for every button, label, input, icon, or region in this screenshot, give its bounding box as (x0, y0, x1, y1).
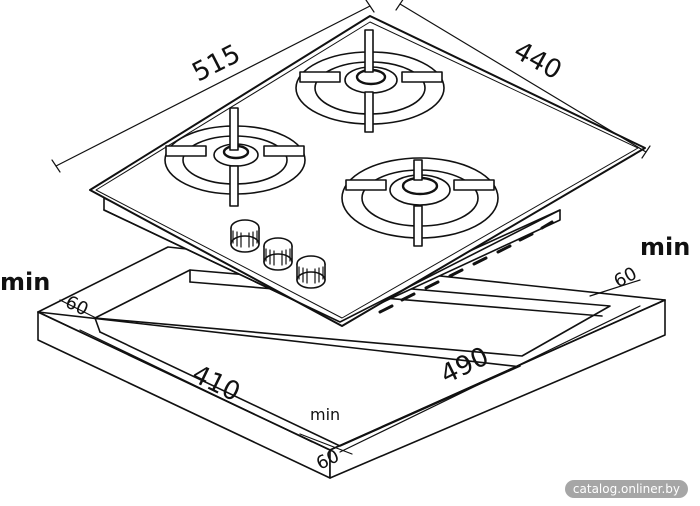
dimension-lines (51, 0, 651, 455)
min-label-right: min (640, 233, 690, 261)
burner-left (164, 107, 306, 207)
min-label-front: min (310, 405, 340, 424)
control-knobs (230, 219, 326, 289)
vent-slots (378, 220, 554, 314)
watermark: catalog.onliner.by (564, 480, 688, 498)
hob-depth-label: 440 (509, 36, 567, 86)
knob-3 (296, 255, 326, 289)
knob-2 (263, 237, 293, 271)
hob-width-label: 515 (188, 39, 246, 88)
min-label-left: min (0, 268, 50, 296)
knob-1 (230, 219, 260, 253)
burner-top (295, 29, 445, 133)
burner-right (341, 157, 499, 247)
